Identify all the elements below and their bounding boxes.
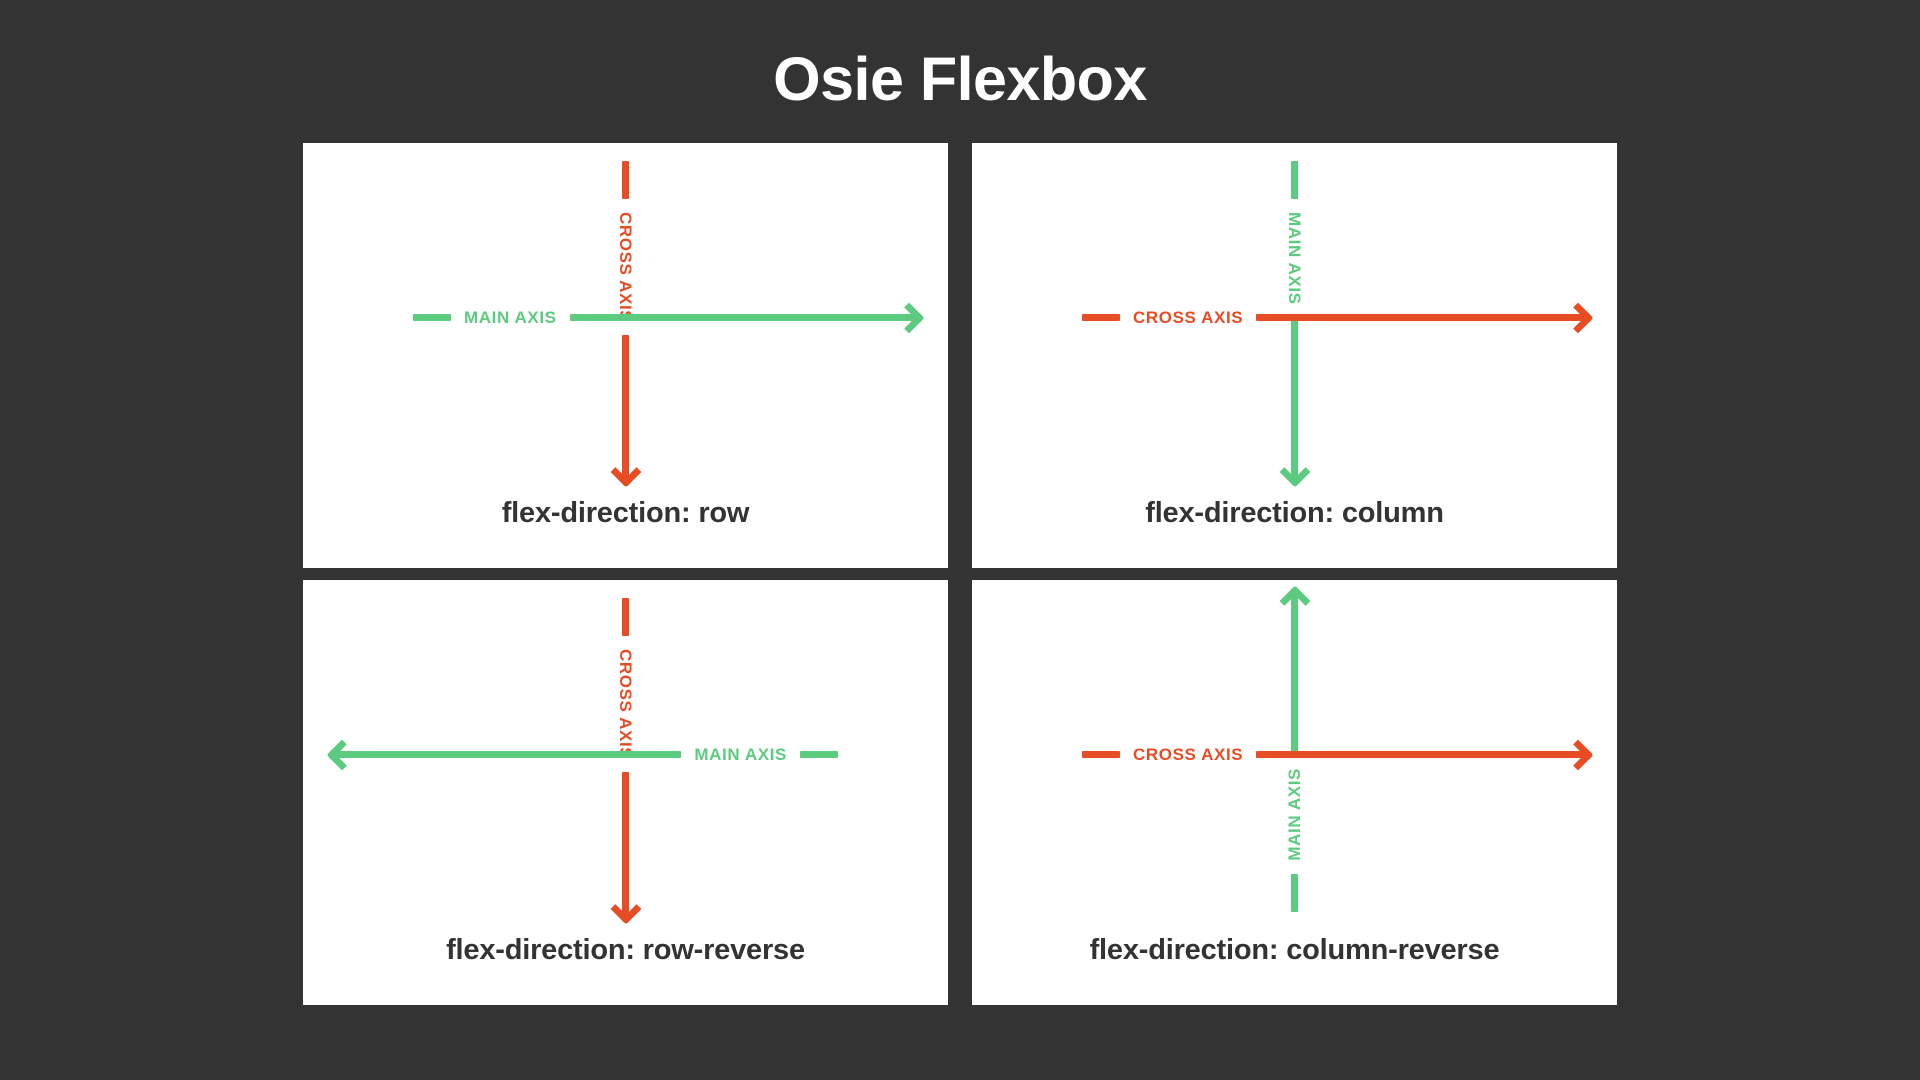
vertical-axis-label: CROSS AXIS <box>616 212 635 323</box>
vertical-axis-line <box>622 335 629 479</box>
vertical-axis-line-group <box>609 772 642 925</box>
vertical-axis-line <box>622 772 629 916</box>
horizontal-axis-stub <box>800 751 838 759</box>
horizontal-axis-line-group <box>569 302 925 334</box>
card-caption: flex-direction: row-reverse <box>446 933 805 966</box>
card-flex-direction-column: MAIN AXIS CROSS AXIS flex-direction: col… <box>972 143 1617 569</box>
horizontal-axis-label: MAIN AXIS <box>464 308 557 328</box>
axis-diagram: MAIN AXIS CROSS AXIS <box>972 580 1617 930</box>
vertical-axis-label: MAIN AXIS <box>1285 768 1304 861</box>
card-flex-direction-row: CROSS AXIS MAIN AXIS flex-direction: row <box>303 143 948 569</box>
vertical-axis-cross-axis: CROSS AXIS <box>609 143 642 493</box>
card-grid: CROSS AXIS MAIN AXIS flex-direction: row <box>303 143 1617 1006</box>
vertical-axis-main-axis: MAIN AXIS <box>1278 580 1311 930</box>
page-title: Osie Flexbox <box>773 45 1147 113</box>
horizontal-axis-stub <box>1082 314 1120 322</box>
vertical-axis-stub <box>622 161 629 200</box>
axis-diagram: MAIN AXIS CROSS AXIS <box>972 143 1617 493</box>
horizontal-axis-line <box>335 751 682 759</box>
horizontal-axis-main-axis: MAIN AXIS <box>303 302 948 334</box>
vertical-axis-main-axis: MAIN AXIS <box>1278 143 1311 493</box>
horizontal-axis-cross-axis: CROSS AXIS <box>972 739 1617 771</box>
horizontal-axis-line-group <box>1256 739 1594 771</box>
horizontal-axis-stub <box>413 314 451 322</box>
axis-diagram: CROSS AXIS MAIN AXIS <box>303 143 948 493</box>
vertical-axis-label: CROSS AXIS <box>616 649 635 760</box>
vertical-axis-cross-axis: CROSS AXIS <box>609 580 642 930</box>
card-flex-direction-column-reverse: MAIN AXIS CROSS AXIS flex-direction: col… <box>972 580 1617 1006</box>
vertical-axis-stub <box>1291 161 1298 200</box>
horizontal-axis-cross-axis: CROSS AXIS <box>972 302 1617 334</box>
horizontal-axis-stub <box>1082 751 1120 759</box>
card-caption: flex-direction: column <box>1145 496 1444 529</box>
horizontal-axis-line-group <box>326 739 682 771</box>
vertical-axis-label: MAIN AXIS <box>1285 212 1304 305</box>
arrow-right-icon <box>1562 739 1594 771</box>
horizontal-axis-label: CROSS AXIS <box>1133 308 1244 328</box>
arrow-up-icon <box>1278 585 1311 617</box>
horizontal-axis-label: CROSS AXIS <box>1133 745 1244 765</box>
vertical-axis-line-group <box>1278 585 1311 756</box>
card-caption: flex-direction: column-reverse <box>1089 933 1500 966</box>
vertical-axis-line <box>1291 317 1298 479</box>
horizontal-axis-label: MAIN AXIS <box>694 745 787 765</box>
horizontal-axis-line <box>569 314 916 322</box>
vertical-axis-line-group <box>1278 317 1311 488</box>
vertical-axis-stub <box>622 598 629 637</box>
horizontal-axis-line <box>1256 751 1585 759</box>
horizontal-axis-main-axis: MAIN AXIS <box>303 739 948 771</box>
horizontal-axis-line <box>1256 314 1585 322</box>
arrow-down-icon <box>609 893 642 925</box>
vertical-axis-line-group <box>609 335 642 488</box>
card-flex-direction-row-reverse: CROSS AXIS MAIN AXIS flex-direction: row… <box>303 580 948 1006</box>
arrow-left-icon <box>326 739 358 771</box>
arrow-down-icon <box>1278 456 1311 488</box>
arrow-right-icon <box>1562 302 1594 334</box>
arrow-right-icon <box>893 302 925 334</box>
axis-diagram: CROSS AXIS MAIN AXIS <box>303 580 948 930</box>
card-caption: flex-direction: row <box>501 496 750 529</box>
arrow-down-icon <box>609 456 642 488</box>
vertical-axis-line <box>1291 594 1298 756</box>
horizontal-axis-line-group <box>1256 302 1594 334</box>
vertical-axis-stub <box>1291 873 1298 912</box>
